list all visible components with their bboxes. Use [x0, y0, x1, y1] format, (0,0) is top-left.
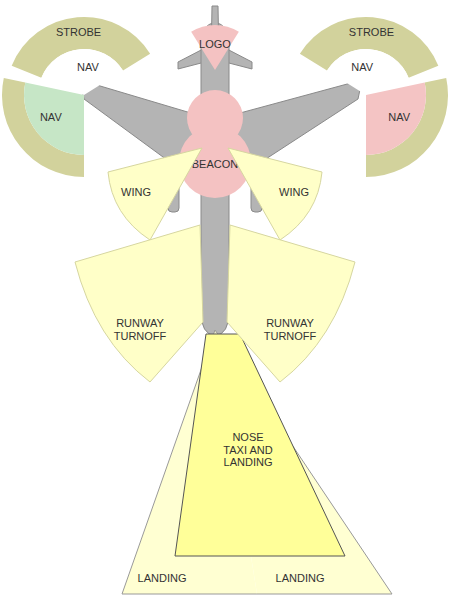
turnoff-zone: RUNWAY TURNOFF	[72, 222, 207, 385]
zone-label: RUNWAY TURNOFF	[258, 317, 322, 342]
zone-outline	[191, 25, 239, 70]
zone-outline	[300, 17, 438, 78]
zone-label: NAV	[36, 111, 66, 124]
zone-label: NAV	[384, 111, 414, 124]
logo-zone-shape	[180, 20, 250, 80]
zone-outline	[75, 225, 203, 382]
zone-label: LANDING	[270, 572, 330, 585]
zone-label: NOSE TAXI AND LANDING	[221, 431, 275, 469]
zone-label: NAV	[347, 61, 377, 74]
zone-outline	[179, 90, 251, 198]
zone-outline	[366, 83, 426, 155]
zone-label: WING	[274, 186, 314, 199]
zone-outline	[215, 330, 392, 594]
zone-outline	[366, 78, 448, 177]
zone-outline	[2, 78, 84, 177]
zone-label: STROBE	[49, 26, 109, 39]
zone-label: LANDING	[132, 572, 192, 585]
nav-zone: NAV	[2, 13, 166, 177]
beacon-zone: BEACON	[178, 88, 252, 200]
taxi-zone: NOSE TAXI AND LANDING	[172, 330, 348, 560]
zone-label: LOGO	[198, 38, 232, 51]
zone-label: NAV	[73, 61, 103, 74]
logo-zone: LOGO	[180, 20, 250, 80]
zone-label: STROBE	[341, 26, 401, 39]
beacon-zone-shape	[178, 88, 252, 200]
turnoff-zone-shape	[224, 222, 359, 385]
turnoff-zone: RUNWAY TURNOFF	[224, 222, 359, 385]
turnoff-zone-shape	[72, 222, 207, 385]
zone-outline	[122, 330, 257, 594]
zone-label: RUNWAY TURNOFF	[108, 317, 172, 342]
zone-label: WING	[116, 186, 156, 199]
zone-outline	[108, 148, 202, 240]
zone-outline	[215, 330, 392, 594]
nav-zone: NAV	[284, 13, 448, 177]
zone-outline	[41, 49, 123, 95]
zone-outline	[12, 17, 150, 78]
zone-outline	[175, 334, 345, 556]
zone-outline	[122, 330, 257, 594]
nav-zone-shape	[284, 13, 448, 177]
nav-zone-shape	[2, 13, 166, 177]
zone-outline	[24, 83, 84, 155]
zone-outline	[327, 49, 409, 95]
zone-outline	[228, 148, 322, 240]
